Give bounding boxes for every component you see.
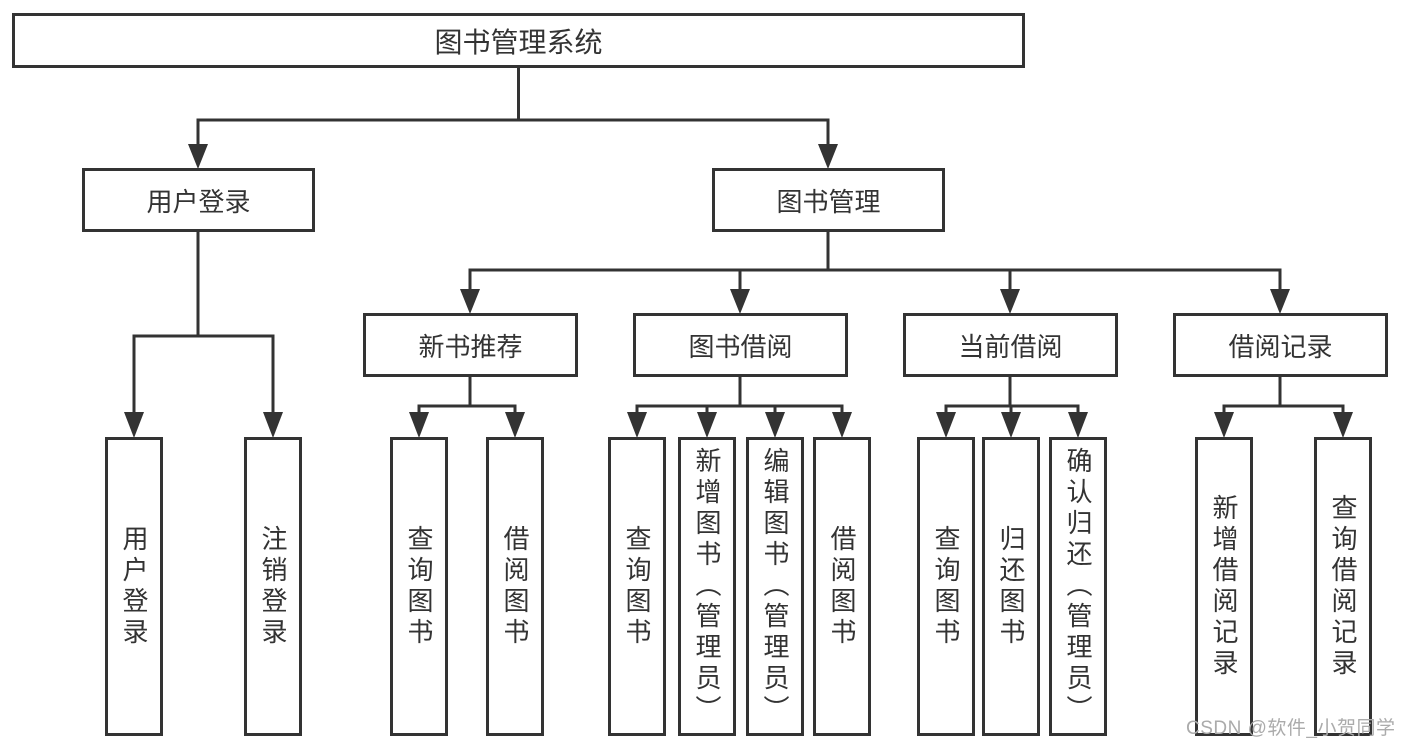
leaf-label: 编辑图书（管理员）	[760, 447, 790, 726]
leaf-label: 新增借阅记录	[1209, 493, 1239, 680]
node-book-management: 图书管理	[712, 168, 945, 232]
leaf-query-books-recommend: 查询图书	[390, 437, 448, 736]
leaf-confirm-return-admin: 确认归还（管理员）	[1049, 437, 1107, 736]
leaf-logout: 注销登录	[244, 437, 302, 736]
node-root-system: 图书管理系统	[12, 13, 1025, 68]
node-new-book-recommend: 新书推荐	[363, 313, 578, 377]
csdn-watermark: CSDN @软件_小贺同学	[1186, 718, 1396, 739]
node-book-borrow: 图书借阅	[633, 313, 848, 377]
leaf-label: 查询图书	[404, 524, 434, 649]
leaf-query-books-current: 查询图书	[917, 437, 975, 736]
leaf-label: 借阅图书	[500, 524, 530, 649]
leaf-label: 查询借阅记录	[1328, 493, 1358, 680]
leaf-label: 查询图书	[622, 524, 652, 649]
leaf-label: 新增图书（管理员）	[692, 447, 722, 726]
leaf-label: 注销登录	[258, 524, 288, 649]
node-current-borrow: 当前借阅	[903, 313, 1118, 377]
leaf-borrow-books-recommend: 借阅图书	[486, 437, 544, 736]
leaf-query-borrow-record: 查询借阅记录	[1314, 437, 1372, 736]
leaf-user-login: 用户登录	[105, 437, 163, 736]
leaf-add-borrow-record: 新增借阅记录	[1195, 437, 1253, 736]
node-borrow-records: 借阅记录	[1173, 313, 1388, 377]
leaf-edit-books-admin: 编辑图书（管理员）	[746, 437, 804, 736]
node-user-login: 用户登录	[82, 168, 315, 232]
leaf-label: 借阅图书	[827, 524, 857, 649]
leaf-borrow-books: 借阅图书	[813, 437, 871, 736]
leaf-add-books-admin: 新增图书（管理员）	[678, 437, 736, 736]
leaf-label: 确认归还（管理员）	[1063, 447, 1093, 726]
arrowhead-icons	[124, 144, 1353, 438]
leaf-label: 查询图书	[931, 524, 961, 649]
leaf-return-books: 归还图书	[982, 437, 1040, 736]
leaf-label: 归还图书	[996, 524, 1026, 649]
leaf-label: 用户登录	[119, 524, 149, 649]
leaf-query-books-borrow: 查询图书	[608, 437, 666, 736]
